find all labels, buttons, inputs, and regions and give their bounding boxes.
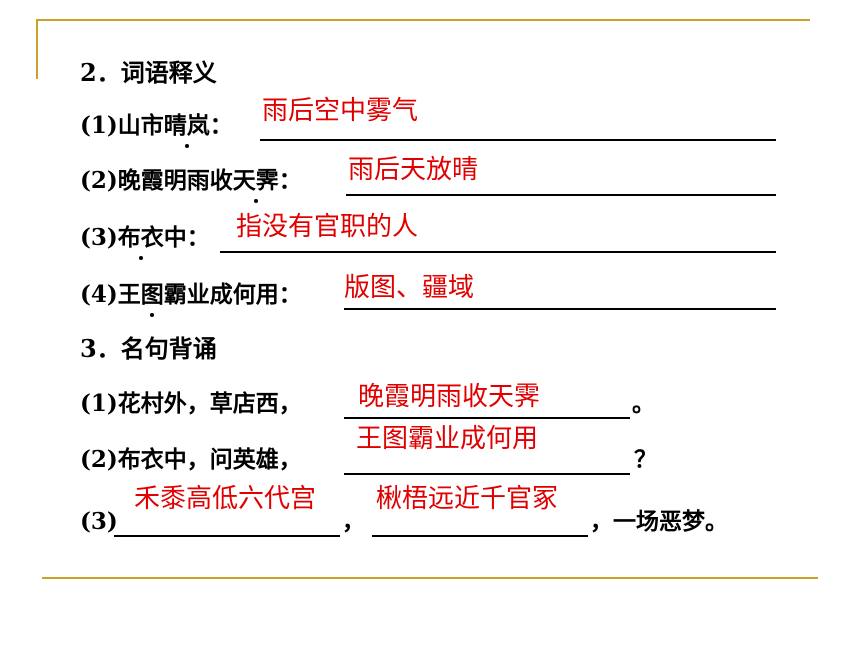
recitation-item-1: (1)花村外，草店西， 晚霞明雨收天霁 。: [80, 382, 655, 419]
dotted-term: 图: [141, 279, 164, 317]
answer-blank: [344, 308, 776, 310]
answer-blank: [344, 417, 630, 419]
answer-blank: [346, 194, 776, 196]
item-number: (4): [80, 281, 118, 308]
frame-top-rule: [36, 19, 810, 21]
item-number: (3): [80, 224, 118, 251]
answer-blank: [220, 251, 776, 253]
section-title-recitation: 3．名句背诵: [80, 334, 217, 363]
answer-blank: [114, 535, 340, 537]
recitation-item-3: (3) 禾黍高低六代宫 ， 楸梧远近千官冢 ，一场恶梦。: [80, 484, 780, 538]
answer-text: 雨后空中雾气: [262, 96, 419, 126]
dotted-term: 天霁: [233, 165, 279, 203]
item-number: (1): [80, 390, 118, 417]
answer-blank: [372, 535, 588, 537]
dotted-term: 晴岚: [164, 110, 210, 148]
answer-blank: [260, 139, 776, 141]
answer-text: 楸梧远近千官冢: [376, 484, 559, 514]
answer-text: 雨后天放晴: [348, 155, 479, 185]
definition-item-1: (1)山市晴岚： 雨后空中雾气: [80, 96, 780, 148]
item-number: (2): [80, 167, 118, 194]
dotted-term: 布衣: [118, 222, 164, 260]
definition-item-4: (4)王图霸业成何用： 版图、疆域: [80, 273, 780, 317]
definition-item-3: (3)布衣中： 指没有官职的人: [80, 212, 780, 260]
answer-text: 晚霞明雨收天霁: [358, 382, 541, 412]
frame-left-rule: [36, 19, 38, 79]
recitation-item-2: (2)布衣中，问英雄， 王图霸业成何用 ？: [80, 424, 657, 475]
answer-blank: [344, 473, 630, 475]
answer-text: 王图霸业成何用: [356, 424, 539, 454]
item-number: (1): [80, 112, 118, 139]
answer-text: 指没有官职的人: [236, 212, 419, 242]
answer-text: 禾黍高低六代宫: [134, 484, 317, 514]
item-number: (3): [80, 508, 118, 535]
answer-text: 版图、疆域: [344, 273, 475, 303]
section-title-definitions: 2．词语释义: [80, 58, 217, 87]
item-number: (2): [80, 446, 118, 473]
frame-bottom-rule: [42, 577, 818, 579]
definition-item-2: (2)晚霞明雨收天霁： 雨后天放晴: [80, 155, 780, 203]
